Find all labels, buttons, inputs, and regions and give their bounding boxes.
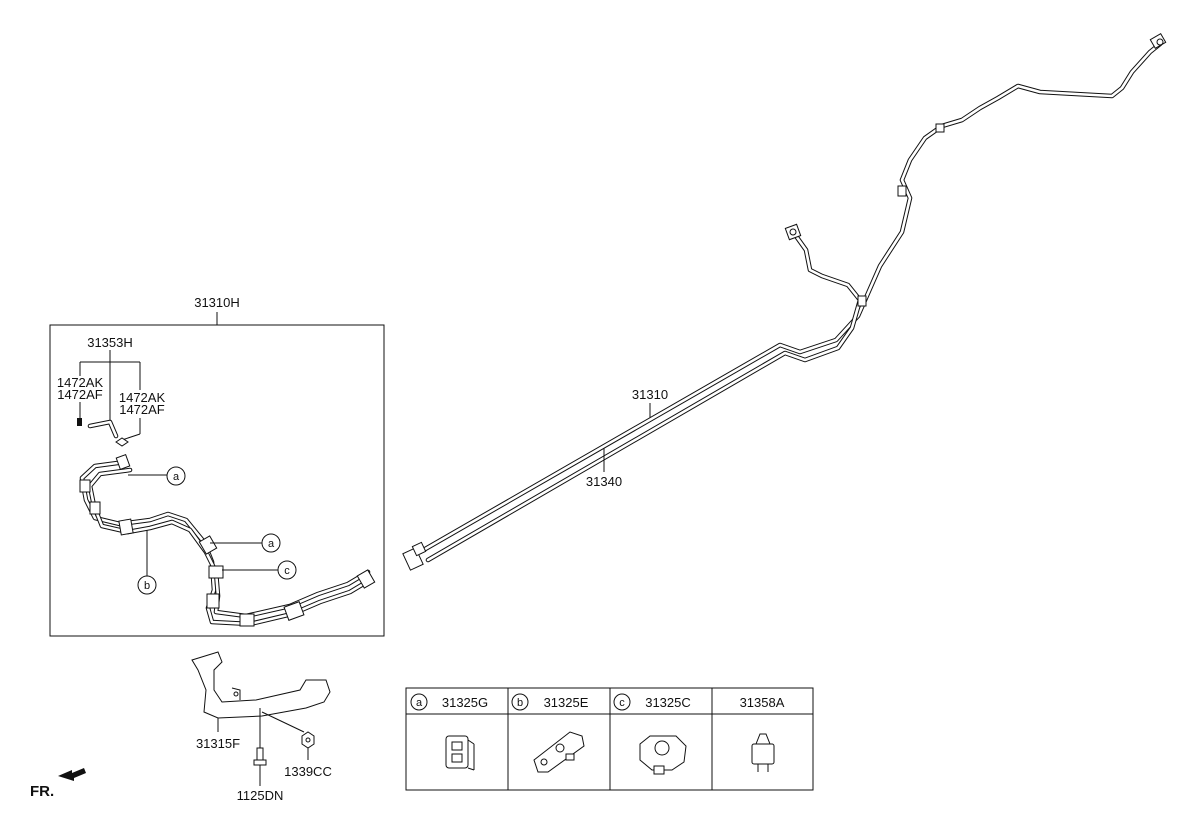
label-1339CC: 1339CC xyxy=(284,764,332,779)
table-part-31358A: 31358A xyxy=(740,695,785,710)
tube-connector-upper xyxy=(1149,32,1167,50)
bracket-31315F xyxy=(191,651,331,719)
label-1472AF-left: 1472AF xyxy=(57,387,103,402)
clip-31325C xyxy=(639,735,687,775)
tube-clamps-upper xyxy=(857,123,945,307)
table-letter-c: c xyxy=(619,697,625,709)
table-letter-a: a xyxy=(416,697,423,709)
label-31315F: 31315F xyxy=(196,736,240,751)
callout-b: b xyxy=(137,530,157,595)
table-part-31325G: 31325G xyxy=(442,695,488,710)
callout-a1: a xyxy=(128,466,186,486)
clip-31358A xyxy=(751,733,775,772)
leader-clip-right-end xyxy=(121,433,141,441)
nut-1339CC xyxy=(301,731,315,749)
front-arrow-icon xyxy=(58,768,86,781)
callout-c: c xyxy=(222,560,297,580)
label-31310: 31310 xyxy=(632,387,668,402)
tube-sleeves xyxy=(79,454,376,627)
table-col-c: c 31325C xyxy=(613,693,691,775)
table-part-31325C: 31325C xyxy=(645,695,691,710)
table-col-b: b 31325E xyxy=(511,693,589,773)
fuel-tube-31310 xyxy=(417,41,1163,555)
label-1472AK-right: 1472AK xyxy=(119,390,166,405)
label-1125DN: 1125DN xyxy=(237,788,284,803)
bolt-1125DN xyxy=(253,747,267,766)
clip-part-left xyxy=(77,418,82,426)
tube-connector-mid xyxy=(784,223,802,241)
front-label: FR. xyxy=(30,783,54,800)
label-31310H: 31310H xyxy=(194,295,240,310)
svg-text:a: a xyxy=(268,538,275,550)
table-letter-b: b xyxy=(517,697,523,709)
leader-nut xyxy=(261,711,305,733)
label-31340: 31340 xyxy=(586,474,622,489)
clip-31325G xyxy=(445,735,475,771)
label-1472AF-right: 1472AF xyxy=(119,402,165,417)
tube-joint-clip xyxy=(402,541,427,571)
svg-text:a: a xyxy=(173,471,180,483)
svg-text:b: b xyxy=(144,580,150,592)
callout-a2: a xyxy=(210,533,281,553)
parts-table xyxy=(405,687,814,791)
clip-part-right xyxy=(115,437,129,447)
table-col-d: 31358A xyxy=(740,695,785,772)
table-part-31325E: 31325E xyxy=(544,695,589,710)
clip-31325E xyxy=(533,731,585,773)
label-31353H: 31353H xyxy=(87,335,133,350)
svg-text:c: c xyxy=(284,565,290,577)
table-col-a: a 31325G xyxy=(410,693,488,771)
label-1472AK-left: 1472AK xyxy=(57,375,104,390)
